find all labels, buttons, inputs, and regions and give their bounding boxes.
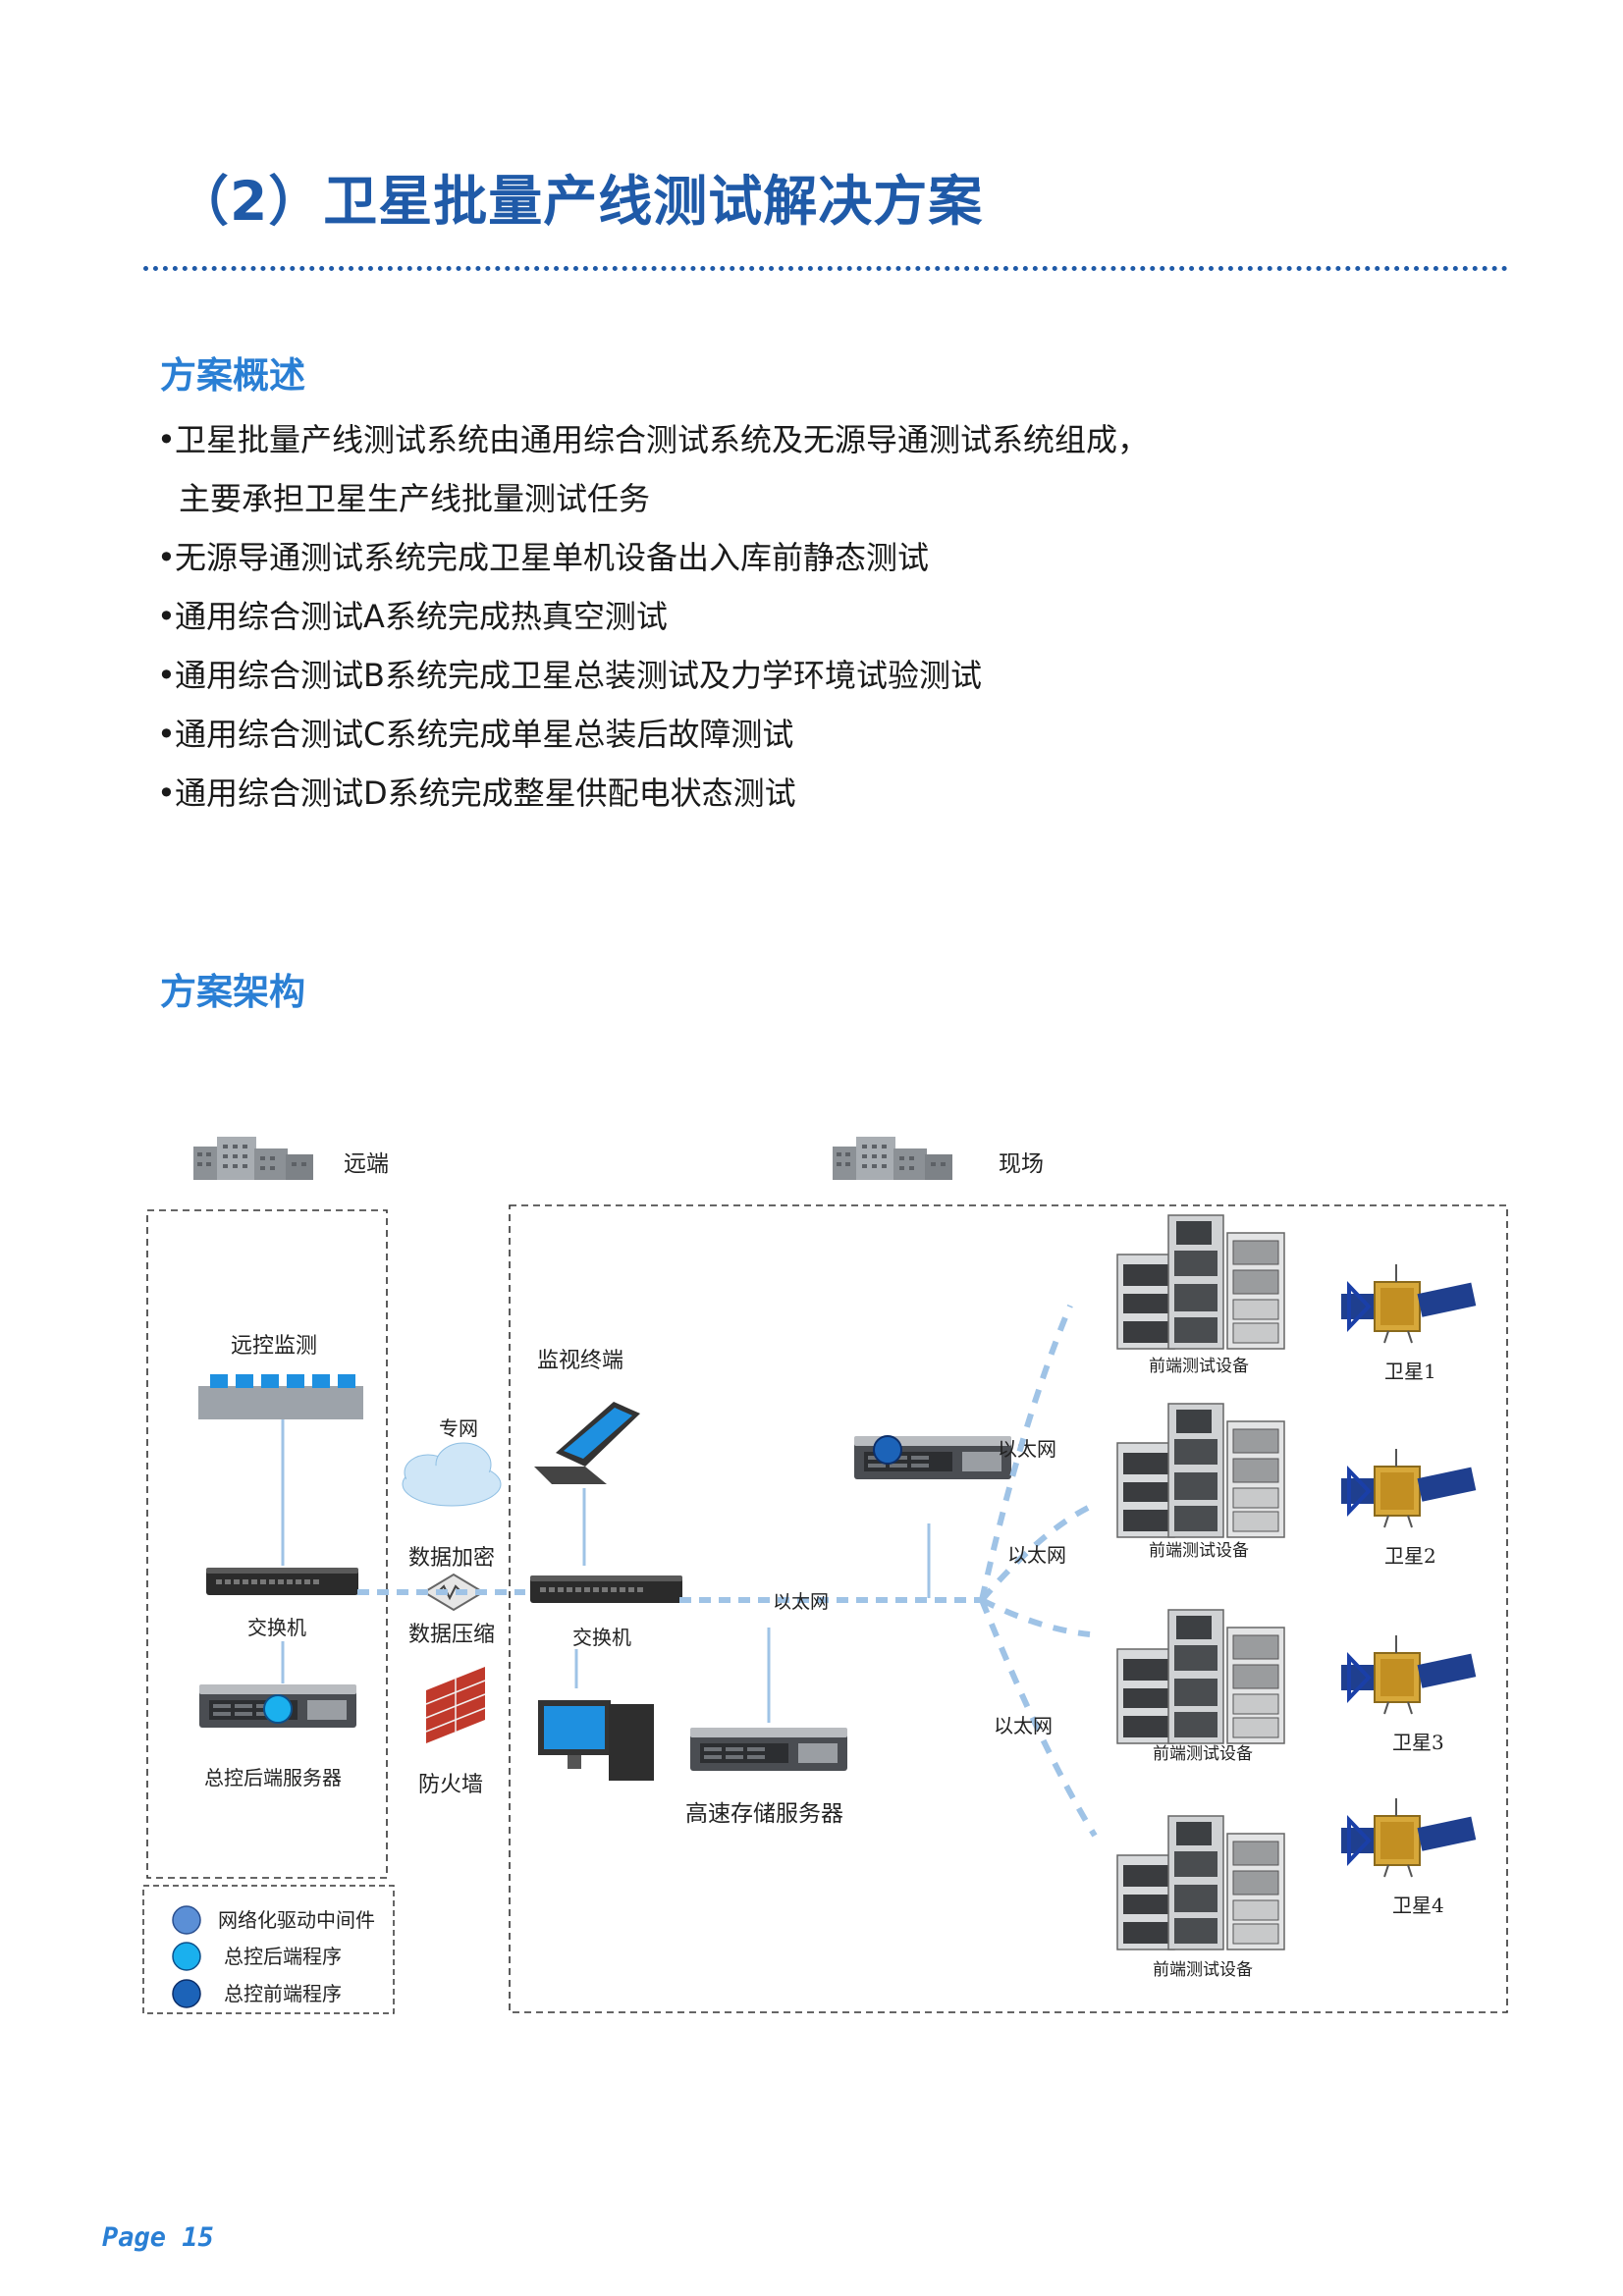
remote-label: 远端: [344, 1151, 389, 1177]
site-switch-icon: [530, 1575, 682, 1603]
bullet-item: •通用综合测试C系统完成单星总装后故障测试: [157, 705, 1434, 764]
front-equipment-label: 前端测试设备: [1149, 1357, 1249, 1376]
bullet-item: •通用综合测试D系统完成整星供配电状态测试: [157, 764, 1434, 823]
front-equipment-label: 前端测试设备: [1153, 1744, 1253, 1764]
bullet-text: 卫星批量产线测试系统由通用综合测试系统及无源导通测试系统组成，: [175, 421, 1150, 458]
satellite-label: 卫星3: [1392, 1731, 1444, 1754]
front-rack-icon: [1116, 1609, 1285, 1744]
encryption-device-icon: [422, 1573, 485, 1612]
bullet-text: 通用综合测试A系统完成热真空测试: [175, 598, 668, 635]
terminal-label: 监视终端: [537, 1349, 623, 1373]
bullet-text: 无源导通测试系统完成卫星单机设备出入库前静态测试: [175, 539, 930, 576]
legend-label-middleware: 网络化驱动中间件: [218, 1908, 375, 1932]
ethernet-label-4: 以太网: [994, 1714, 1053, 1737]
bullet-dot: •: [157, 716, 176, 753]
cloud-icon: [402, 1442, 502, 1507]
satellite-label: 卫星4: [1392, 1894, 1444, 1917]
backend-program-marker: [263, 1694, 293, 1724]
site-zone-box: [509, 1204, 1508, 2013]
ethernet-label-2: 以太网: [998, 1437, 1056, 1461]
site-building-icon: [833, 1137, 952, 1180]
bullet-dot: •: [157, 598, 176, 635]
storage-label: 高速存储服务器: [685, 1801, 843, 1827]
satellite-label: 卫星1: [1384, 1360, 1436, 1383]
remote-building-icon: [193, 1137, 313, 1180]
page-title: （2）卫星批量产线测试解决方案: [175, 170, 984, 233]
overview-bullet-list: •卫星批量产线测试系统由通用综合测试系统及无源导通测试系统组成， 主要承担卫星生…: [157, 410, 1434, 823]
desktop-pc-icon: [538, 1700, 654, 1781]
front-rack-icon: [1116, 1214, 1285, 1350]
architecture-heading: 方案架构: [160, 971, 305, 1013]
firewall-label: 防火墙: [418, 1773, 483, 1797]
laptop-icon: [534, 1402, 640, 1484]
bullet-item: •卫星批量产线测试系统由通用综合测试系统及无源导通测试系统组成， 主要承担卫星生…: [157, 410, 1434, 528]
bullet-dot: •: [157, 539, 176, 576]
bullet-dot: •: [157, 421, 176, 458]
legend-box: [142, 1885, 395, 2014]
private-net-label: 专网: [439, 1416, 478, 1440]
remote-switch-label: 交换机: [247, 1616, 306, 1639]
ethernet-label-1: 以太网: [773, 1591, 829, 1613]
compress-label: 数据压缩: [408, 1623, 495, 1647]
satellite-icon: [1339, 1633, 1479, 1716]
bullet-dot: •: [157, 657, 176, 694]
satellite-icon: [1339, 1447, 1479, 1529]
firewall-icon: [425, 1667, 486, 1743]
bullet-item: •通用综合测试B系统完成卫星总装测试及力学环境试验测试: [157, 646, 1434, 705]
remote-server-label: 总控后端服务器: [204, 1766, 342, 1789]
remote-monitor-label: 远控监测: [231, 1334, 317, 1359]
encrypt-label: 数据加密: [408, 1546, 495, 1571]
bullet-item: •无源导通测试系统完成卫星单机设备出入库前静态测试: [157, 528, 1434, 587]
legend-label-backend: 总控后端程序: [224, 1945, 342, 1968]
frontend-program-marker: [873, 1435, 902, 1465]
storage-server-icon: [690, 1728, 847, 1771]
site-switch-label: 交换机: [572, 1626, 631, 1649]
monitor-wall-icon: [198, 1374, 363, 1419]
front-equipment-label: 前端测试设备: [1153, 1960, 1253, 1980]
satellite-label: 卫星2: [1384, 1544, 1436, 1568]
legend-label-frontend: 总控前端程序: [224, 1982, 342, 2005]
satellite-icon: [1339, 1796, 1479, 1879]
legend-dot-middleware: [172, 1905, 201, 1935]
bullet-text-continued: 主要承担卫星生产线批量测试任务: [179, 480, 651, 517]
legend-dot-frontend: [172, 1979, 201, 2008]
legend-dot-backend: [172, 1942, 201, 1971]
overview-heading: 方案概述: [160, 354, 305, 397]
fanout-links: [979, 1304, 1098, 1838]
remote-switch-icon: [206, 1568, 358, 1595]
page-number: Page 15: [102, 2222, 214, 2253]
site-label: 现场: [999, 1151, 1044, 1177]
bullet-text: 通用综合测试C系统完成单星总装后故障测试: [175, 716, 794, 753]
ethernet-label-3: 以太网: [1007, 1543, 1066, 1567]
front-rack-icon: [1116, 1815, 1285, 1950]
remote-zone-box: [146, 1209, 388, 1879]
bullet-text: 通用综合测试B系统完成卫星总装测试及力学环境试验测试: [175, 657, 982, 694]
bullet-item: •通用综合测试A系统完成热真空测试: [157, 587, 1434, 646]
bullet-dot: •: [157, 774, 176, 812]
title-divider: [143, 266, 1508, 271]
front-equipment-label: 前端测试设备: [1149, 1541, 1249, 1561]
front-rack-icon: [1116, 1403, 1285, 1538]
satellite-icon: [1339, 1262, 1479, 1345]
bullet-text: 通用综合测试D系统完成整星供配电状态测试: [175, 774, 796, 812]
